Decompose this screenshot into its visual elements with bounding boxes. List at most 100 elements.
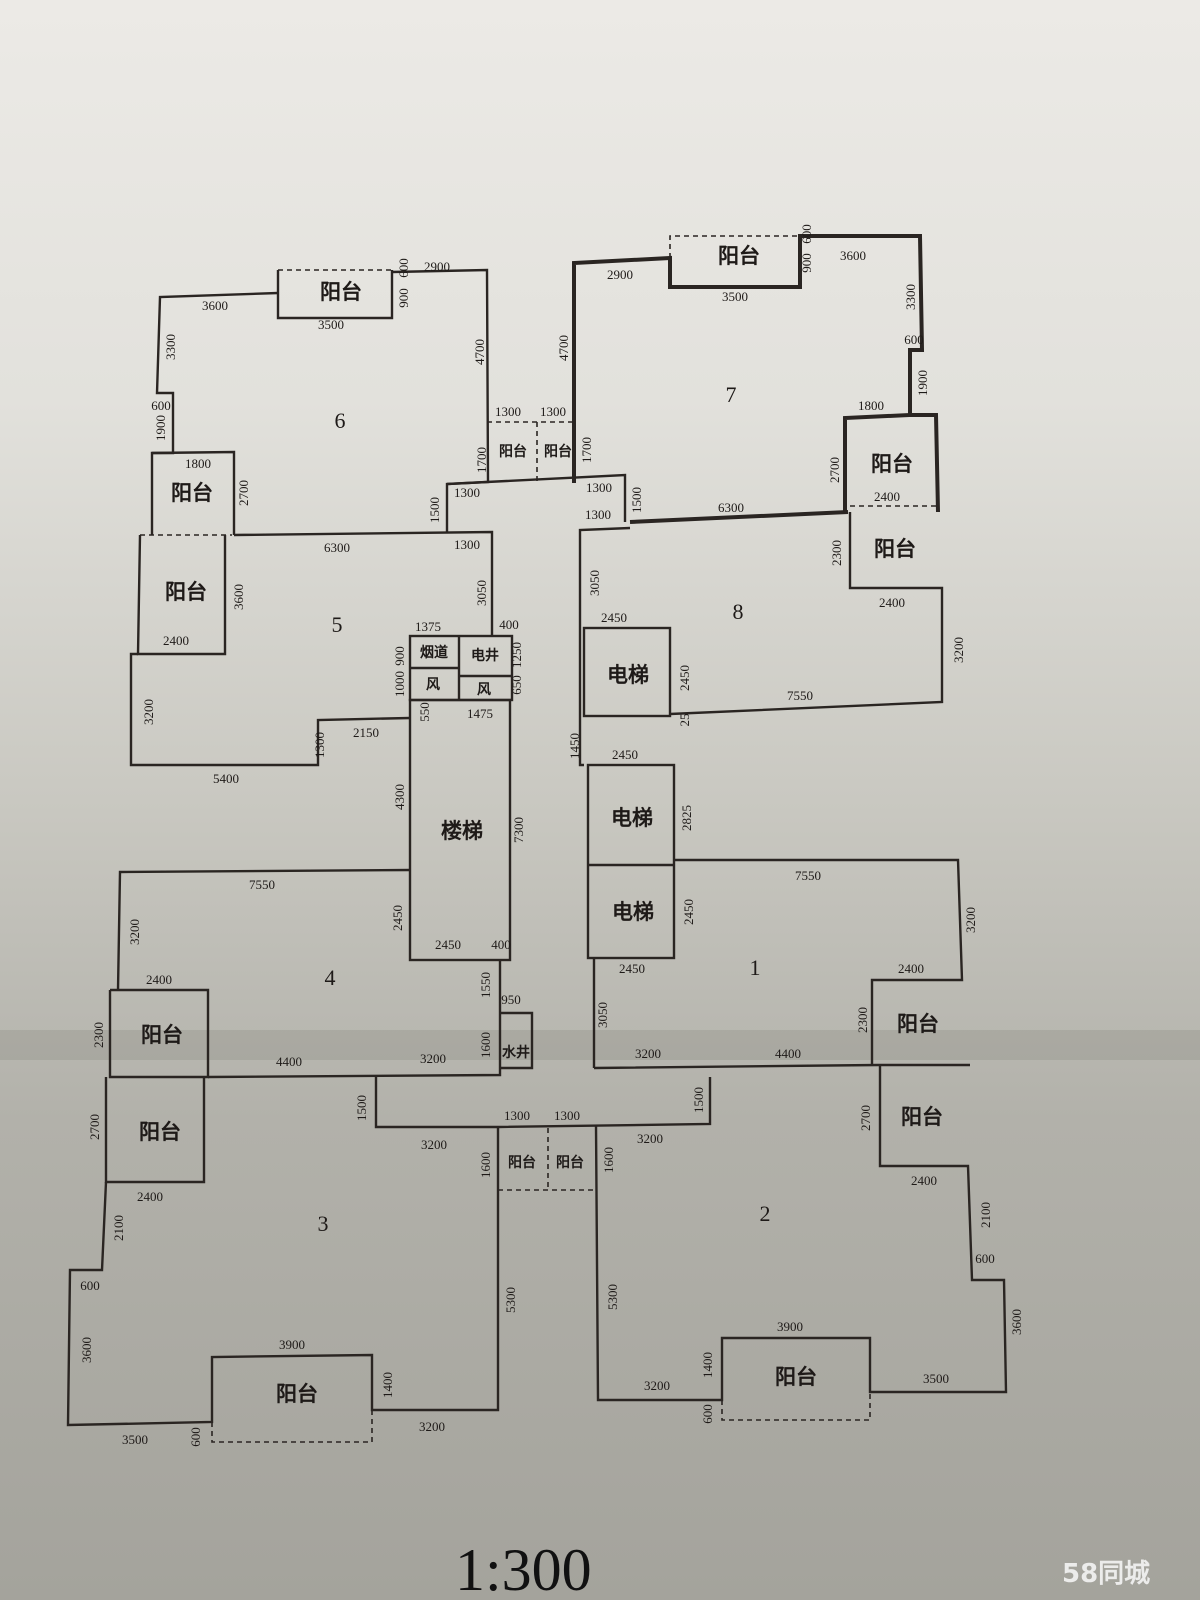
dimension-label: 2100 <box>978 1202 993 1228</box>
balcony-label: 阳台 <box>544 443 572 460</box>
dimension-label: 3500 <box>318 317 344 332</box>
dimension-label: 2300 <box>855 1007 870 1033</box>
balcony-label: 阳台 <box>897 1012 939 1036</box>
dimension-label: 600 <box>80 1278 100 1293</box>
dimension-label: 2400 <box>146 972 172 987</box>
unit-number: 6 <box>335 408 346 433</box>
balcony-label: 阳台 <box>171 481 213 505</box>
unit-number: 4 <box>325 965 336 990</box>
balcony-label: 阳台 <box>871 452 913 476</box>
water-shaft-label: 水井 <box>502 1044 530 1061</box>
dimension-label: 4700 <box>472 339 487 365</box>
dimension-label: 2700 <box>236 480 251 506</box>
dimension-label: 3300 <box>903 284 918 310</box>
dimension-label: 5400 <box>213 771 239 786</box>
dimension-label: 3500 <box>122 1432 148 1447</box>
dimension-label: 1800 <box>185 456 211 471</box>
dimension-label: 7550 <box>249 877 275 892</box>
dimension-label: 3900 <box>777 1319 803 1334</box>
watermark-logo: 58同城 <box>1062 1559 1150 1589</box>
balcony-label: 阳台 <box>141 1023 183 1047</box>
unit-number: 5 <box>332 612 343 637</box>
dimension-label: 900 <box>392 646 407 666</box>
dimension-label: 1375 <box>415 619 441 634</box>
dimension-label: 1700 <box>579 437 594 463</box>
dimension-label: 3200 <box>141 699 156 725</box>
dimension-label: 1475 <box>467 706 493 721</box>
dimension-label: 1400 <box>700 1352 715 1378</box>
dimension-label: 5300 <box>503 1287 518 1313</box>
dimension-label: 600 <box>151 398 171 413</box>
dimension-label: 1450 <box>567 733 582 759</box>
balcony-label: 阳台 <box>276 1382 318 1406</box>
balcony-label: 阳台 <box>556 1154 584 1171</box>
dimension-label: 3200 <box>963 907 978 933</box>
dimension-label: 3050 <box>595 1002 610 1028</box>
air-shaft-label: 风 <box>426 677 440 693</box>
dimension-label: 2400 <box>137 1189 163 1204</box>
dimension-label: 1300 <box>454 485 480 500</box>
air-shaft-label: 风 <box>477 682 491 698</box>
dimension-label: 3050 <box>587 570 602 596</box>
dimension-label: 3200 <box>421 1137 447 1152</box>
walls <box>66 234 1008 1443</box>
dimension-label: 400 <box>499 617 519 632</box>
dimension-label: 2450 <box>612 747 638 762</box>
unit-number: 8 <box>733 599 744 624</box>
elevator-label: 电梯 <box>611 806 653 830</box>
dimension-label: 3200 <box>644 1378 670 1393</box>
dimension-label: 3500 <box>923 1371 949 1386</box>
dimension-label: 2400 <box>874 489 900 504</box>
dimension-label: 7550 <box>795 868 821 883</box>
dimension-label: 900 <box>799 253 814 273</box>
dimension-label: 3050 <box>474 580 489 606</box>
dimension-label: 1500 <box>691 1087 706 1113</box>
dimension-label: 3200 <box>127 919 142 945</box>
unit-number: 3 <box>318 1211 329 1236</box>
dimension-label: 3200 <box>420 1051 446 1066</box>
dimension-label: 1250 <box>509 642 524 668</box>
balcony-label: 阳台 <box>499 443 527 460</box>
dimension-label: 3600 <box>1009 1309 1024 1335</box>
dimension-label: 3600 <box>79 1337 94 1363</box>
dimension-label: 1300 <box>495 404 521 419</box>
dimension-label: 2450 <box>681 899 696 925</box>
dimension-label: 3600 <box>840 248 866 263</box>
dimension-label: 2400 <box>898 961 924 976</box>
dimension-label: 600 <box>188 1427 203 1447</box>
dimension-label: 6300 <box>324 540 350 555</box>
balcony-label: 阳台 <box>718 244 760 268</box>
dimension-label: 3600 <box>231 584 246 610</box>
dimension-label: 25 <box>677 714 692 727</box>
dimension-label: 1700 <box>474 447 489 473</box>
dimension-label: 1000 <box>392 671 407 697</box>
photo-shadow-band <box>0 1030 1200 1060</box>
dimension-label: 6300 <box>718 500 744 515</box>
dimension-label: 1500 <box>354 1095 369 1121</box>
dimension-label: 1600 <box>478 1152 493 1178</box>
dimension-label: 1300 <box>586 480 612 495</box>
dimension-label: 2300 <box>829 540 844 566</box>
dimension-label: 550 <box>417 702 432 722</box>
dimension-label: 1300 <box>554 1108 580 1123</box>
dimension-label: 2825 <box>679 805 694 831</box>
dimension-label: 950 <box>501 992 521 1007</box>
dimension-label: 3200 <box>637 1131 663 1146</box>
unit-number: 1 <box>750 955 761 980</box>
dimension-label: 1900 <box>153 415 168 441</box>
dimension-label: 2450 <box>435 937 461 952</box>
dimension-label: 1300 <box>585 507 611 522</box>
dimension-label: 3200 <box>419 1419 445 1434</box>
dimension-label: 3200 <box>635 1046 661 1061</box>
dimension-label: 1300 <box>540 404 566 419</box>
dimension-label: 2150 <box>353 725 379 740</box>
dimension-label: 1600 <box>478 1032 493 1058</box>
dimension-label: 5300 <box>605 1284 620 1310</box>
balcony-label: 阳台 <box>508 1154 536 1171</box>
dimension-label: 600 <box>700 1404 715 1424</box>
dimension-label: 2450 <box>601 610 627 625</box>
dimension-label: 2700 <box>858 1105 873 1131</box>
elevator-label: 电梯 <box>612 900 654 924</box>
dimension-label: 2100 <box>111 1215 126 1241</box>
elevator-label: 电梯 <box>607 663 649 687</box>
